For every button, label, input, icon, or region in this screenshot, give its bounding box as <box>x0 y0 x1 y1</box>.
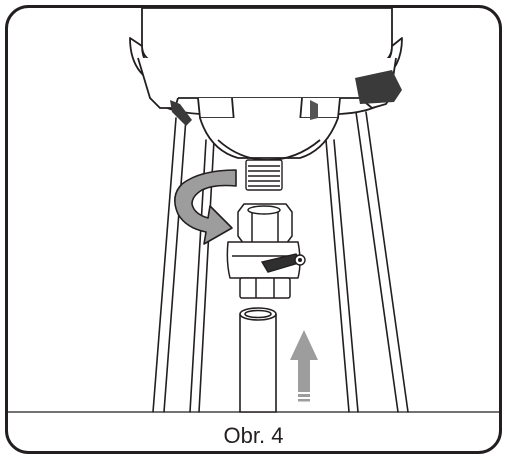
threaded-outlet <box>245 159 283 191</box>
pipe <box>239 307 277 413</box>
ball-valve <box>226 203 301 299</box>
rotation-arrow <box>174 169 237 245</box>
upward-arrow <box>290 330 318 402</box>
figure-caption: Obr. 4 <box>223 423 284 448</box>
tank <box>129 7 403 161</box>
valve-handle <box>260 253 306 273</box>
